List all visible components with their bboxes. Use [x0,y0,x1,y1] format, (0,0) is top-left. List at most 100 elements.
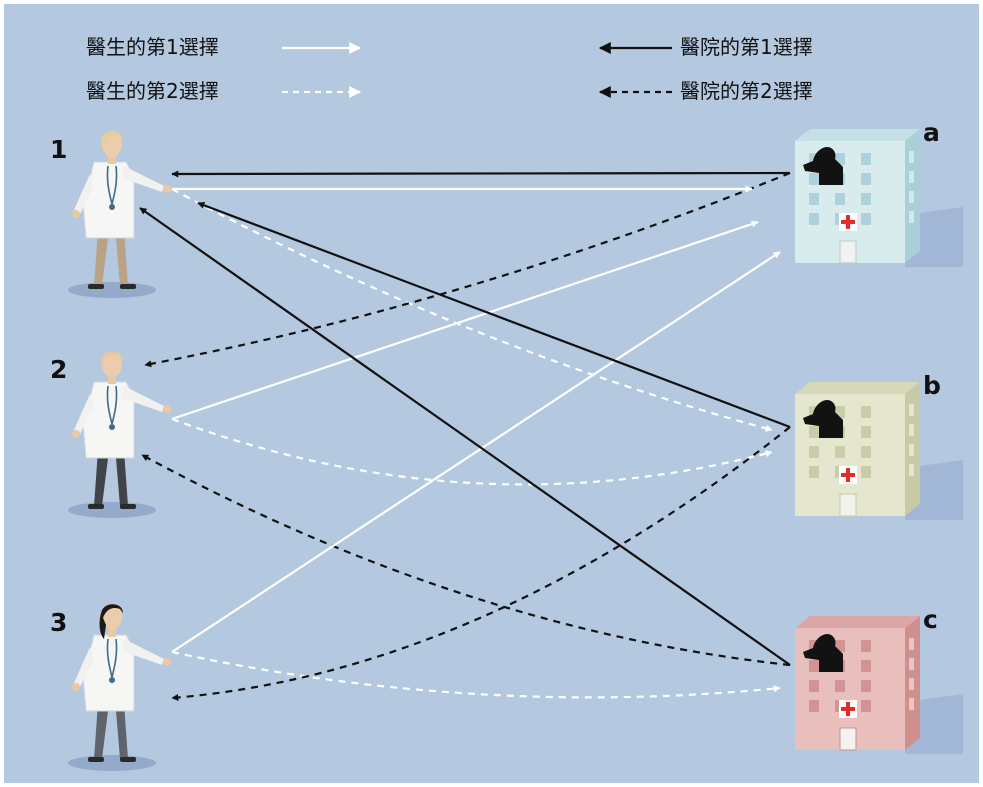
window [861,640,871,652]
window [861,193,871,205]
hospital-roof [795,382,920,394]
side-window [909,658,914,670]
doctor-shadow [68,502,156,518]
doctor-arm [74,394,94,434]
red-cross-icon [839,466,857,484]
doctor-label: 3 [50,608,67,637]
window [861,426,871,438]
doctor-shoe [120,504,136,509]
doctor-shadow [68,282,156,298]
window [835,446,845,458]
doctor-hair [101,131,123,148]
window [861,446,871,458]
hospital-label: b [923,371,941,400]
side-window [909,698,914,710]
legend-hospital-first-label: 醫院的第1選擇 [680,35,813,59]
doctor-neck [108,629,116,637]
doctor-hand [163,405,171,413]
side-window [909,638,914,650]
doctor-legs [94,450,128,506]
window [861,406,871,418]
side-window [909,678,914,690]
doctor-2-first-choice-arrow [171,220,759,421]
doctor-pointing-arm [122,166,164,192]
hospital-b-second-choice-arrow [171,426,791,701]
side-window [909,171,914,183]
doctor-2-second-choice-arrow [171,417,773,486]
doctor-label: 2 [50,355,67,384]
window [809,466,819,478]
hospital-label: a [923,118,940,147]
preference-arrows [139,170,791,701]
hospital-c-second-choice-arrow [141,454,791,667]
window-figure [803,634,843,672]
window [861,213,871,225]
doctor-long-hair [99,613,106,639]
window [809,426,819,438]
window [861,680,871,692]
doctor-arm [74,174,94,214]
window [861,700,871,712]
legend-doctor-second-label: 醫生的第2選擇 [86,79,219,103]
hospital-c-first-choice-arrow [139,207,791,666]
hospital-roof [795,616,920,628]
hospital-door [839,240,857,264]
window [861,660,871,672]
window [835,680,845,692]
window [835,193,845,205]
doctor-legs [94,703,128,759]
side-window [909,211,914,223]
side-window [909,424,914,436]
window [861,173,871,185]
window [809,213,819,225]
doctor-hand [72,683,80,691]
doctor-hair [101,351,123,368]
doctor-hand [72,210,80,218]
hospital-roof [795,129,920,141]
doctor-1-second-choice-arrow [171,188,773,432]
doctor-arm [74,647,94,687]
doctor-2: 2 [50,351,171,518]
stethoscope-bell [109,677,115,683]
doctor-shoe [88,284,104,289]
doctor-neck [108,376,116,384]
doctor-3: 3 [50,604,171,771]
doctor-3-second-choice-arrow [171,650,781,699]
doctor-pointing-arm [122,639,164,665]
hospital-a-second-choice-arrow [144,171,791,368]
doctor-shoe [88,757,104,762]
window [861,153,871,165]
hospital-c: c [795,605,963,754]
stethoscope-bell [109,204,115,210]
hospital-door [839,727,857,751]
doctor-3-first-choice-arrow [171,251,781,653]
doctors: 123 [50,131,171,771]
legend-hospital-second-label: 醫院的第2選擇 [680,79,813,103]
window-figure [803,147,843,185]
hospital-b: b [795,371,963,520]
window [835,406,845,418]
hospital-door [839,493,857,517]
doctor-shoe [88,504,104,509]
window [809,446,819,458]
side-window [909,191,914,203]
window [835,153,845,165]
window [861,466,871,478]
doctor-hand [163,658,171,666]
hospital-a-first-choice-arrow [171,170,791,178]
window-figure [803,400,843,438]
window [835,640,845,652]
doctor-legs [94,230,128,286]
side-window [909,151,914,163]
window [809,680,819,692]
doctor-shoe [120,284,136,289]
doctor-hand [163,185,171,193]
window [809,660,819,672]
stethoscope-bell [109,424,115,430]
doctor-hair [101,604,123,621]
doctor-shoe [120,757,136,762]
doctor-pointing-arm [122,386,164,412]
legend-doctor-first-label: 醫生的第1選擇 [86,35,219,59]
